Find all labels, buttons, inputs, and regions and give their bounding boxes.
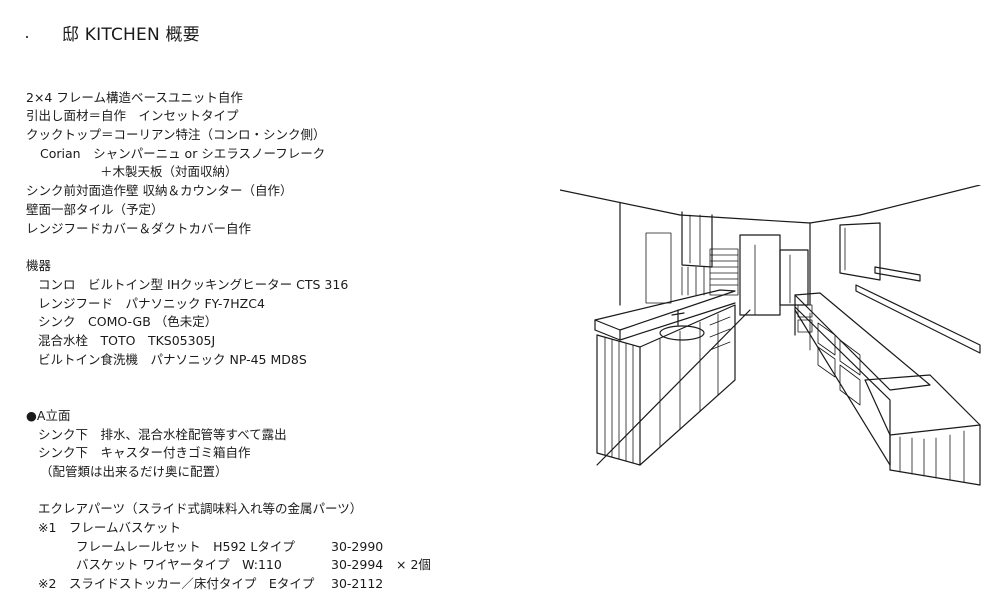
overview-line-8: レンジフードカバー＆ダクトカバー自作 (26, 221, 252, 236)
equipment-item-3: シンク COMO-GB （色未定） (38, 314, 218, 329)
eclair-heading: エクレアパーツ（スライド式調味料入れ等の金属パーツ） (38, 501, 363, 516)
eclair-item1-row2-qty: × 2個 (396, 557, 431, 572)
overview-line-6: シンク前対面造作壁 収納＆カウンター（自作） (26, 183, 293, 198)
title-text: 邸 KITCHEN 概要 (62, 25, 200, 45)
equipment-item-4: 混合水栓 TOTO TKS05305J (38, 333, 216, 348)
page-title: 邸 KITCHEN 概要 (26, 20, 200, 45)
eclair-item2-code: 30-2112 (331, 576, 384, 591)
redaction-mark (26, 36, 28, 38)
equipment-item-5: ビルトイン食洗機 パナソニック NP-45 MD8S (38, 352, 307, 367)
eclair-item1-row1-name: フレームレールセット H592 Lタイプ (76, 539, 295, 554)
eclair-item1-label: ※1 フレームバスケット (38, 520, 182, 535)
elevation-a-item-3: （配管類は出来るだけ奥に配置） (40, 464, 228, 479)
overview-line-1: 2×4 フレーム構造ベースユニット自作 (26, 90, 243, 105)
overview-line-3: クックトップ＝コーリアン特注（コンロ・シンク側） (26, 127, 326, 142)
equipment-heading: 機器 (26, 258, 52, 273)
eclair-item1-row2-name: バスケット ワイヤータイプ W:110 (76, 557, 282, 572)
eclair-item1-row1-code: 30-2990 (331, 539, 384, 554)
kitchen-perspective-sketch (559, 184, 990, 495)
equipment-item-1: コンロ ビルトイン型 IHクッキングヒーター CTS 316 (38, 277, 349, 292)
equipment-item-2: レンジフード パナソニック FY-7HZC4 (38, 296, 265, 311)
kitchen-sketch-icon (559, 184, 981, 486)
redacted-name (34, 27, 62, 41)
eclair-item1-row2-code: 30-2994 (331, 557, 384, 572)
overview-line-7: 壁面一部タイル（予定） (26, 202, 164, 217)
elevation-a-item-1: シンク下 排水、混合水栓配管等すべて露出 (38, 427, 287, 442)
overview-line-4: Corian シャンパーニュ or シエラスノーフレーク (40, 146, 326, 161)
elevation-a-heading: ●A立面 (26, 408, 71, 423)
elevation-a-item-2: シンク下 キャスター付きゴミ箱自作 (38, 445, 251, 460)
overview-line-2: 引出し面材＝自作 インセットタイプ (26, 108, 239, 123)
eclair-item2-label: ※2 スライドストッカー／床付タイプ Eタイプ (38, 576, 315, 591)
overview-line-5: ＋木製天板（対面収納） (100, 164, 238, 179)
